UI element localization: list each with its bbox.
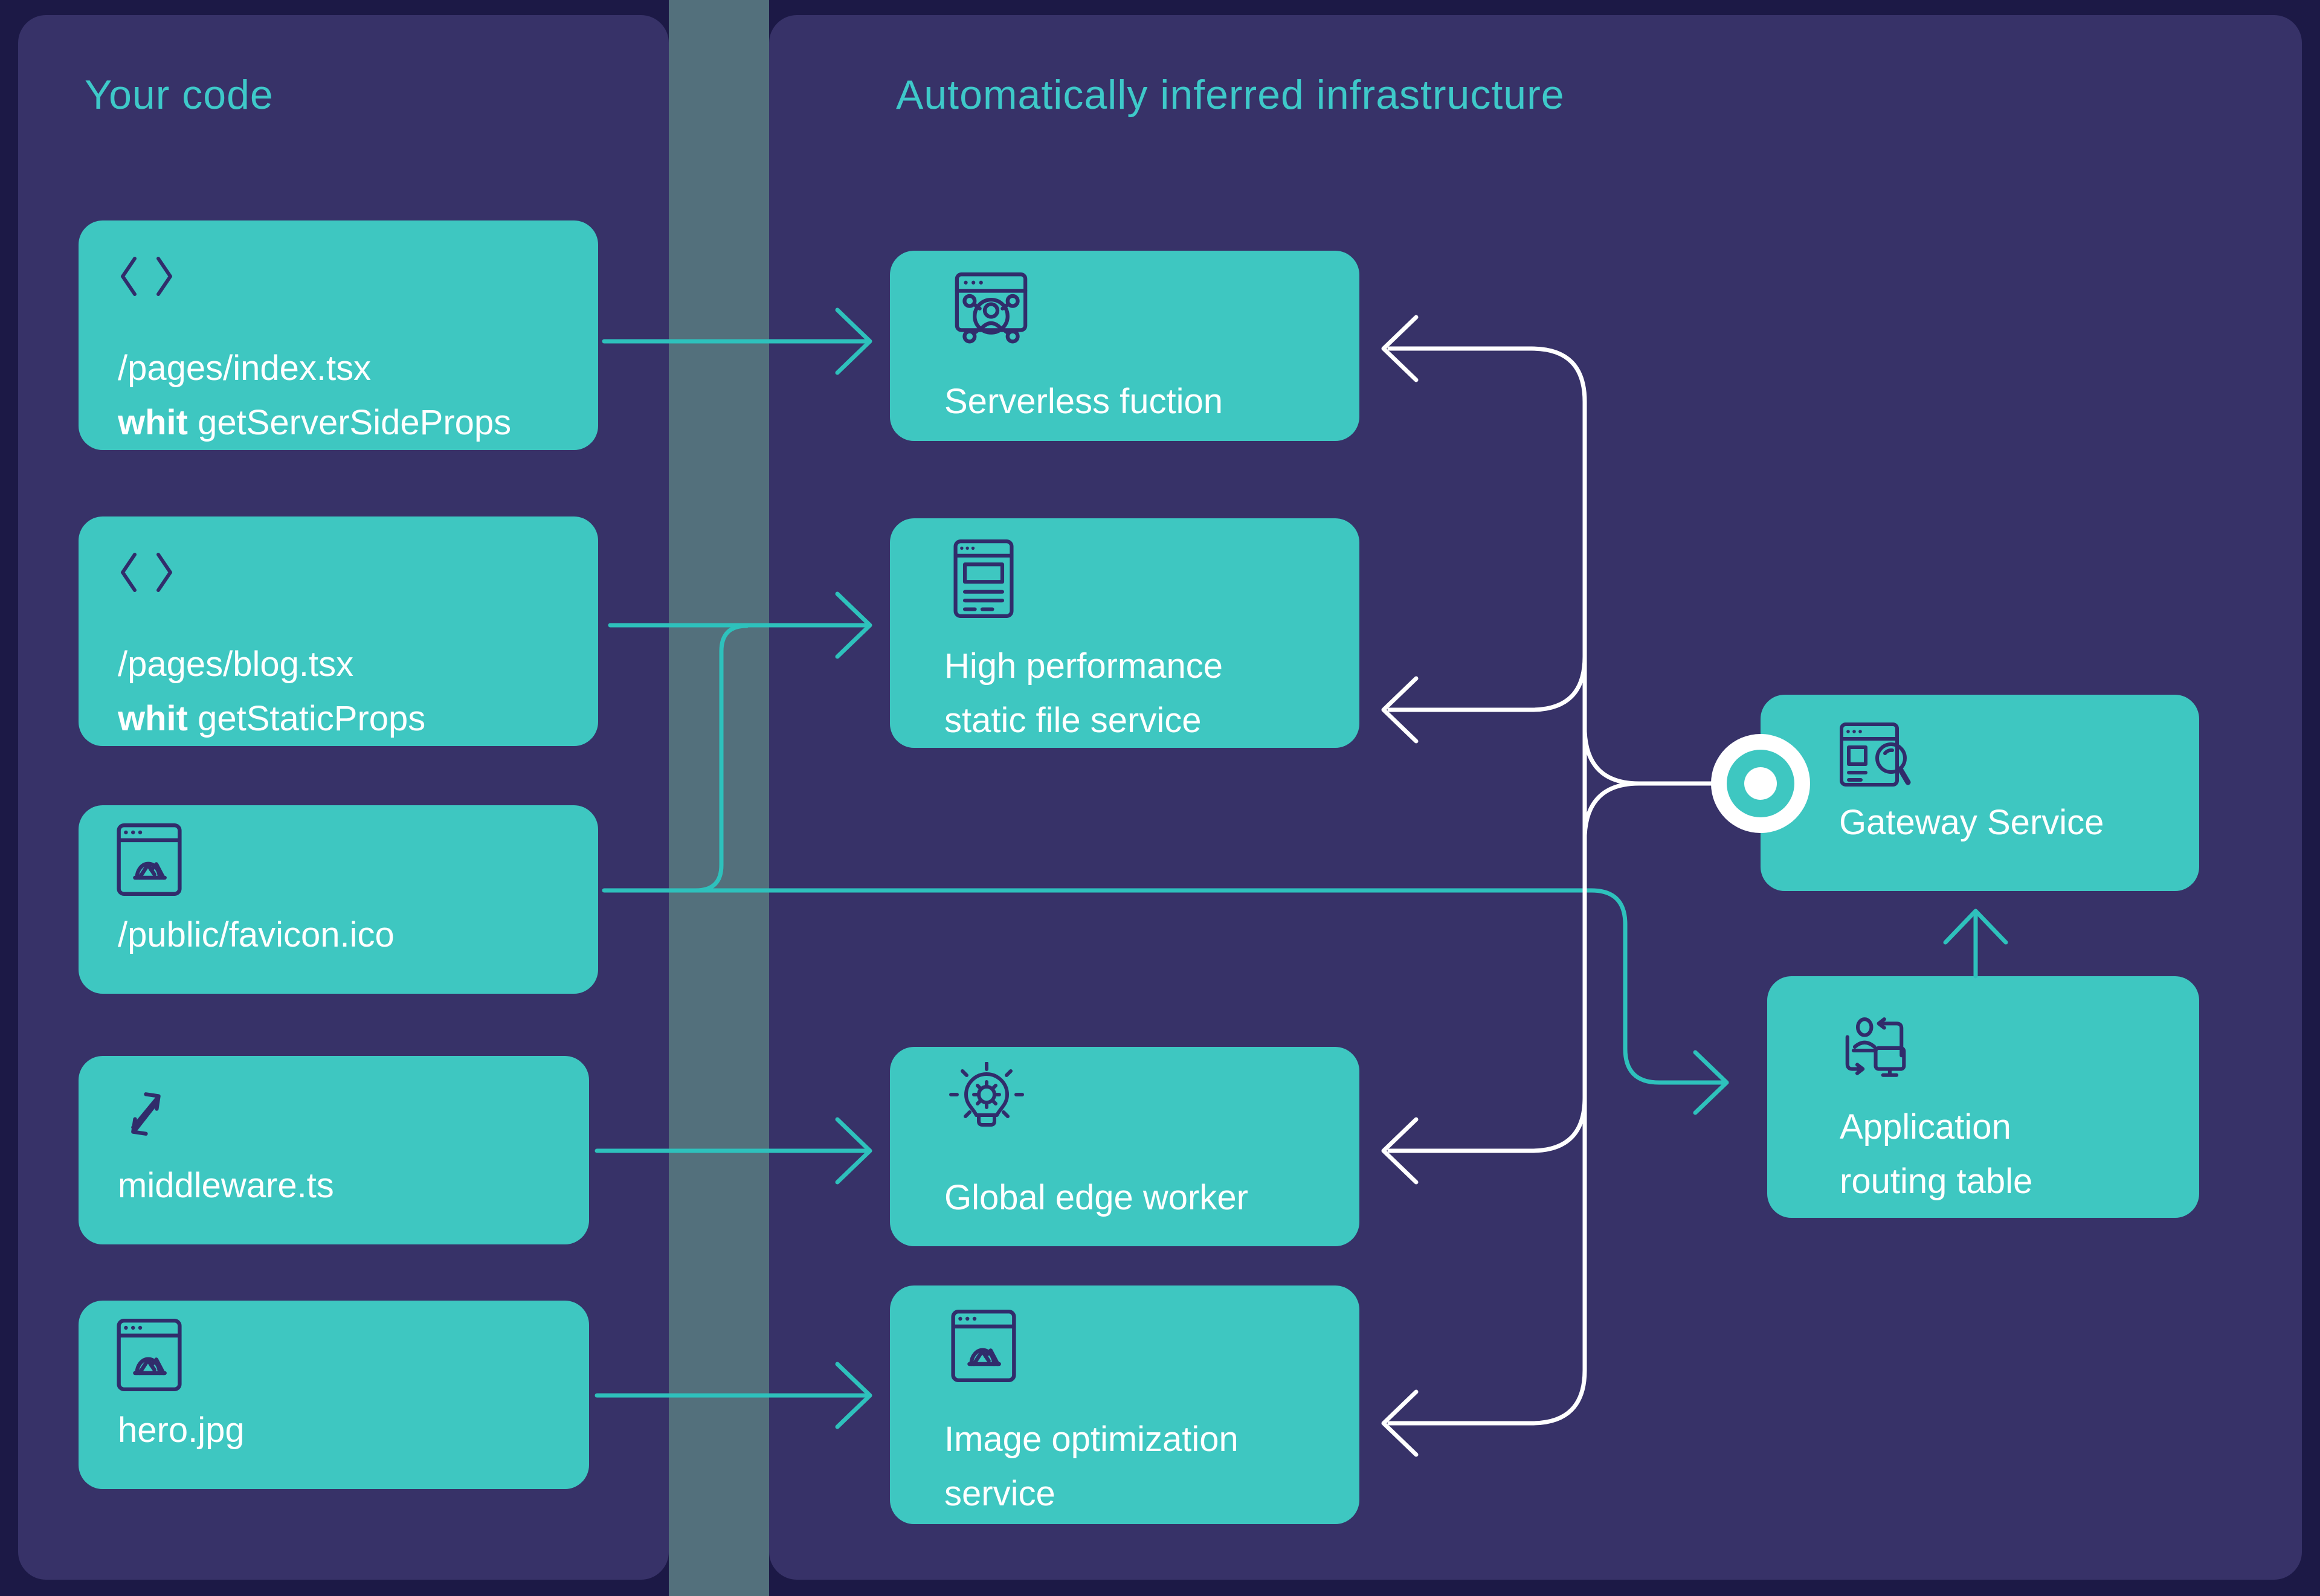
- file-path: middleware.ts: [118, 1166, 334, 1205]
- left-panel-title: Your code: [85, 72, 274, 118]
- application-routing-table-card: Application routing table: [1767, 976, 2199, 1218]
- user-device-sync-icon: [1845, 1017, 1906, 1077]
- service-label-line: routing table: [1840, 1162, 2033, 1201]
- file-path: /pages/index.tsx: [118, 349, 372, 388]
- service-label-line: High performance: [944, 646, 1223, 686]
- image-window-icon: [117, 823, 182, 896]
- service-card-image-optimization: Image optimization service: [890, 1285, 1359, 1524]
- file-card-favicon: /public/favicon.ico: [79, 805, 598, 994]
- window-search-icon: [1840, 722, 1911, 787]
- file-card-middleware: middleware.ts: [79, 1056, 589, 1244]
- service-card-edge-worker: Global edge worker: [890, 1047, 1359, 1246]
- service-card-static-file: High performance static file service: [890, 518, 1359, 748]
- service-label-line: Image optimization: [944, 1420, 1239, 1459]
- transfer-arrows-icon: [131, 1092, 161, 1136]
- service-label-line: service: [944, 1474, 1055, 1513]
- service-card-serverless-function: Serverless fuction: [890, 251, 1359, 441]
- service-label: Gateway Service: [1839, 803, 2104, 842]
- file-path: /public/favicon.ico: [118, 915, 395, 954]
- file-note: whit getServerSideProps: [118, 403, 512, 442]
- file-card-pages-index: /pages/index.tsx whit getServerSideProps: [79, 220, 598, 450]
- file-card-hero: hero.jpg: [79, 1301, 589, 1489]
- code-icon: [121, 553, 172, 592]
- service-label: Global edge worker: [944, 1178, 1248, 1217]
- file-note: whit getStaticProps: [118, 699, 426, 738]
- file-path: /pages/blog.tsx: [118, 645, 354, 684]
- service-label-line: Application: [1840, 1107, 2011, 1147]
- static-file-icon: [953, 539, 1014, 618]
- file-path: hero.jpg: [118, 1411, 245, 1450]
- right-panel-title: Automatically inferred infrastructure: [896, 72, 1565, 118]
- service-label-line: static file service: [944, 701, 1202, 740]
- code-icon: [121, 257, 172, 296]
- image-window-icon: [117, 1319, 182, 1391]
- image-window-icon: [951, 1310, 1016, 1382]
- service-label: Serverless fuction: [944, 382, 1223, 421]
- file-card-pages-blog: /pages/blog.tsx whit getStaticProps: [79, 516, 598, 746]
- panel-divider-strip: [669, 0, 769, 1596]
- gateway-service-card: Gateway Service: [1761, 695, 2199, 891]
- serverless-network-icon: [955, 272, 1028, 344]
- lightbulb-icon: [949, 1062, 1024, 1127]
